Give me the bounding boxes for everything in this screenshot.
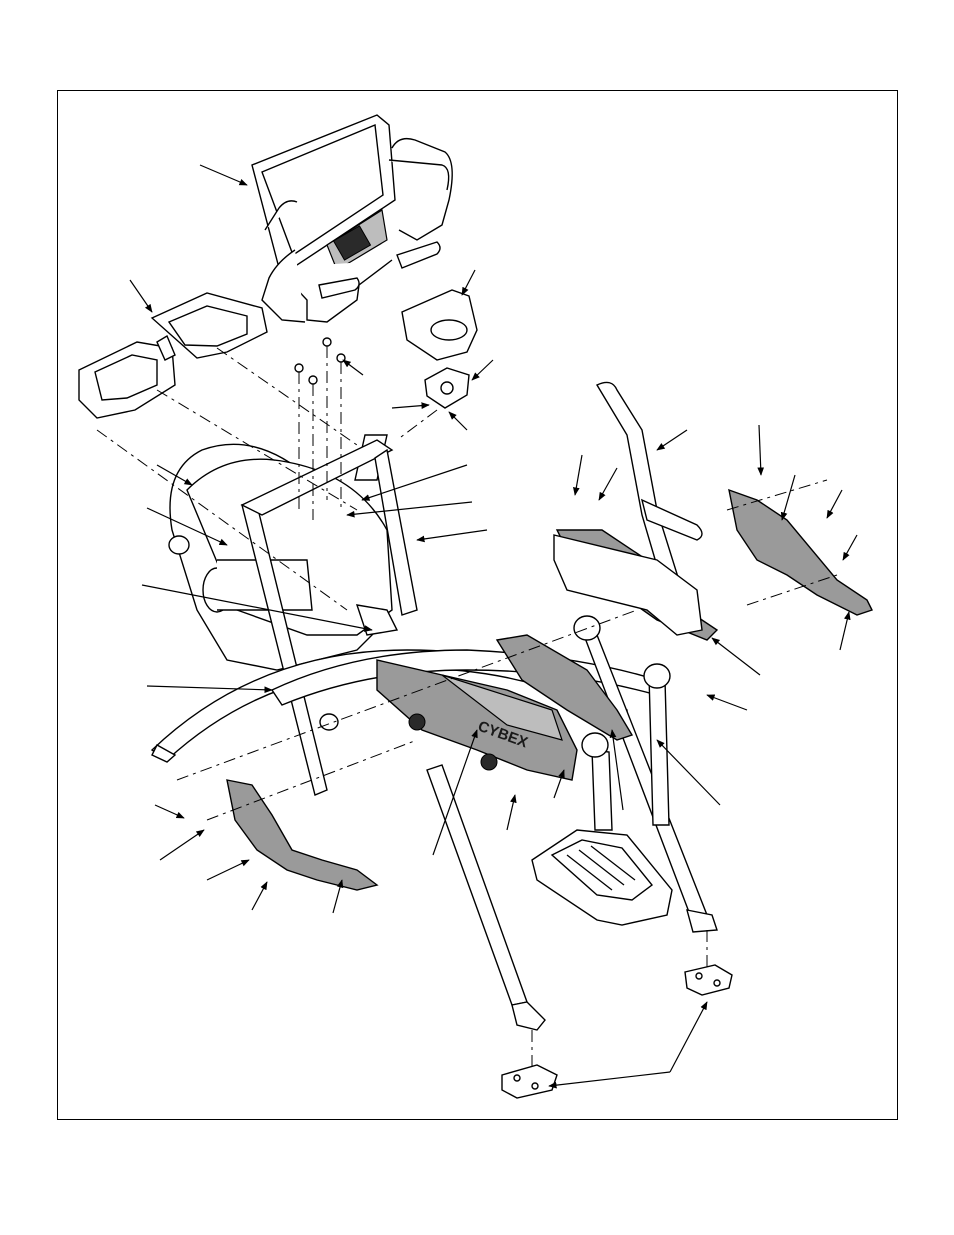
handle-cover-pair	[78, 292, 268, 419]
right-rear-shroud	[728, 488, 873, 616]
diagram-frame	[57, 90, 898, 1120]
exploded-parts-diagram: CYBEX	[78, 114, 873, 1099]
accessory-tray	[401, 289, 478, 361]
assembly-lines	[96, 346, 838, 1070]
foot-pedal	[531, 829, 673, 926]
left-arm-shroud: CYBEX	[376, 659, 578, 781]
console-assembly	[251, 114, 453, 323]
side-panel	[355, 534, 703, 636]
mounting-bracket	[424, 367, 470, 409]
foot-pads	[501, 964, 733, 1099]
left-lower-shroud	[226, 779, 379, 891]
fasteners	[294, 337, 346, 385]
flywheel-housing	[169, 443, 393, 671]
leader-arrows	[129, 164, 858, 1089]
